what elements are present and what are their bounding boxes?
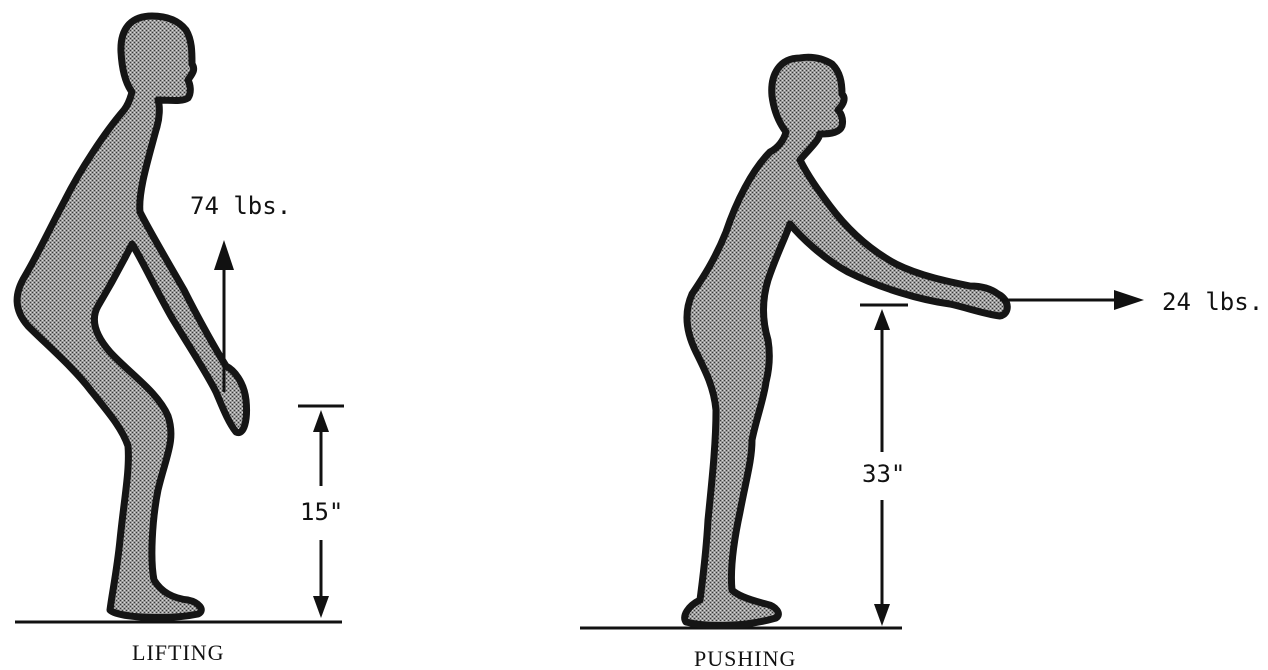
- push-dim-down-arrowhead: [874, 604, 890, 626]
- pushing-panel: 24 lbs. 33" PUSHING: [580, 57, 1263, 670]
- lift-force-label: 74 lbs.: [190, 192, 291, 220]
- push-force-label: 24 lbs.: [1162, 288, 1263, 316]
- pushing-figure: [685, 57, 1008, 625]
- lift-force-arrow-head: [214, 240, 234, 270]
- lift-dim-down-arrowhead: [313, 596, 329, 618]
- lifting-panel: 74 lbs. 15" LIFTING: [15, 16, 344, 665]
- push-dim-up-arrowhead: [874, 309, 890, 330]
- lifting-figure: [17, 16, 246, 617]
- lift-height-label: 15": [300, 498, 343, 526]
- lifting-caption: LIFTING: [132, 640, 225, 665]
- lift-dim-up-arrowhead: [313, 410, 329, 432]
- push-force-arrow-head: [1114, 290, 1144, 310]
- push-height-label: 33": [862, 460, 905, 488]
- pushing-caption: PUSHING: [694, 646, 796, 670]
